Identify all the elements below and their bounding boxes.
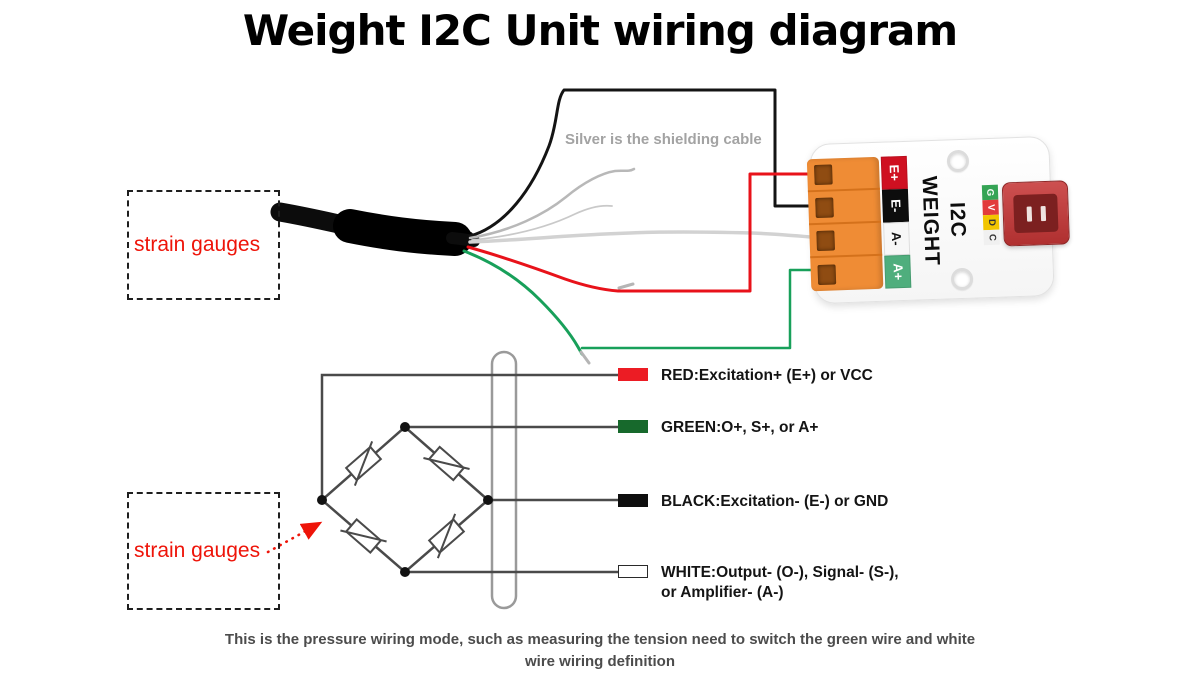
grove-pin	[1026, 206, 1032, 222]
weight-i2c-module: E+ E- A- A+ WEIGHT I2C G V D C	[806, 135, 1070, 305]
bridge-nodes	[317, 422, 493, 577]
terminal-port-row	[806, 156, 880, 193]
legend-item-black: BLACK:Excitation- (E-) or GND	[618, 492, 888, 512]
caption-line-1: This is the pressure wiring mode, such a…	[224, 631, 976, 648]
wheatstone-bridge	[320, 425, 490, 574]
bridge-leads	[320, 373, 618, 574]
terminal-label-e-minus: E-	[881, 188, 910, 223]
strain-gauges-arrow	[266, 521, 323, 554]
strain-gauges-label: strain gauges	[134, 539, 261, 562]
grove-pin-v: V	[982, 199, 999, 216]
grove-connector	[1001, 180, 1070, 247]
wire-port	[813, 163, 833, 185]
terminal-port-row	[807, 189, 882, 226]
grove-socket	[1013, 193, 1059, 234]
terminal-label-a-plus: A+	[884, 254, 912, 289]
white-wire	[468, 230, 824, 244]
green-wire	[462, 249, 584, 356]
white-swatch	[618, 565, 648, 578]
terminal-block	[806, 156, 884, 292]
legend-label: GREEN:O+, S+, or A+	[661, 419, 819, 436]
mounting-hole-bottom	[950, 267, 974, 291]
grove-pin-c: C	[983, 229, 1000, 246]
black-wire	[468, 88, 824, 238]
terminal-label-e-plus: E+	[880, 155, 908, 190]
wire-port	[817, 263, 837, 285]
grove-pin	[1040, 205, 1046, 221]
black-swatch	[618, 494, 648, 507]
red-wire-tip	[617, 282, 635, 290]
strain-gauges-box-bottom: strain gauges	[127, 492, 280, 610]
load-cell-bar	[490, 350, 518, 610]
legend-label: BLACK:Excitation- (E-) or GND	[661, 493, 889, 510]
grove-pin-labels: G V D C	[981, 184, 1000, 246]
strain-gauges-label: strain gauges	[134, 233, 261, 256]
red-swatch	[618, 368, 648, 381]
cable	[270, 202, 480, 256]
green-swatch	[618, 420, 648, 433]
terminal-labels: E+ E- A- A+	[880, 155, 912, 289]
shielding-note: Silver is the shielding cable	[565, 131, 762, 148]
legend-item-red: RED:Excitation+ (E+) or VCC	[618, 366, 873, 386]
legend-item-green: GREEN:O+, S+, or A+	[618, 418, 818, 438]
red-wire	[466, 172, 824, 293]
silver-shield-strand	[471, 204, 613, 241]
silver-shield-wire	[468, 167, 636, 240]
grove-pin-g: G	[981, 184, 999, 201]
module-name: WEIGHT I2C	[917, 175, 970, 267]
strain-gauge-symbol	[423, 445, 470, 482]
wire-port	[816, 229, 835, 251]
legend-item-white: WHITE:Output- (O-), Signal- (S-), or Amp…	[618, 563, 899, 603]
terminal-label-a-minus: A-	[883, 221, 911, 256]
green-wire-lead	[580, 268, 824, 350]
grove-pin-d: D	[982, 214, 1000, 231]
legend-label: RED:Excitation+ (E+) or VCC	[661, 367, 873, 384]
strain-gauge-symbol	[340, 518, 387, 554]
strain-gauges-box-top: strain gauges	[127, 190, 280, 300]
green-wire-tip	[579, 350, 591, 365]
strain-gauge-symbol	[427, 513, 466, 559]
terminal-port-row	[809, 222, 883, 259]
caption-line-2: wire wiring definition	[525, 653, 675, 670]
bottom-caption: This is the pressure wiring mode, such a…	[0, 629, 1200, 673]
strain-gauge-symbol	[344, 441, 383, 486]
page-title: Weight I2C Unit wiring diagram	[242, 6, 958, 55]
terminal-port-row	[810, 256, 883, 291]
legend-label: WHITE:Output- (O-), Signal- (S-), or Amp…	[661, 564, 899, 601]
wire-port	[815, 196, 834, 218]
